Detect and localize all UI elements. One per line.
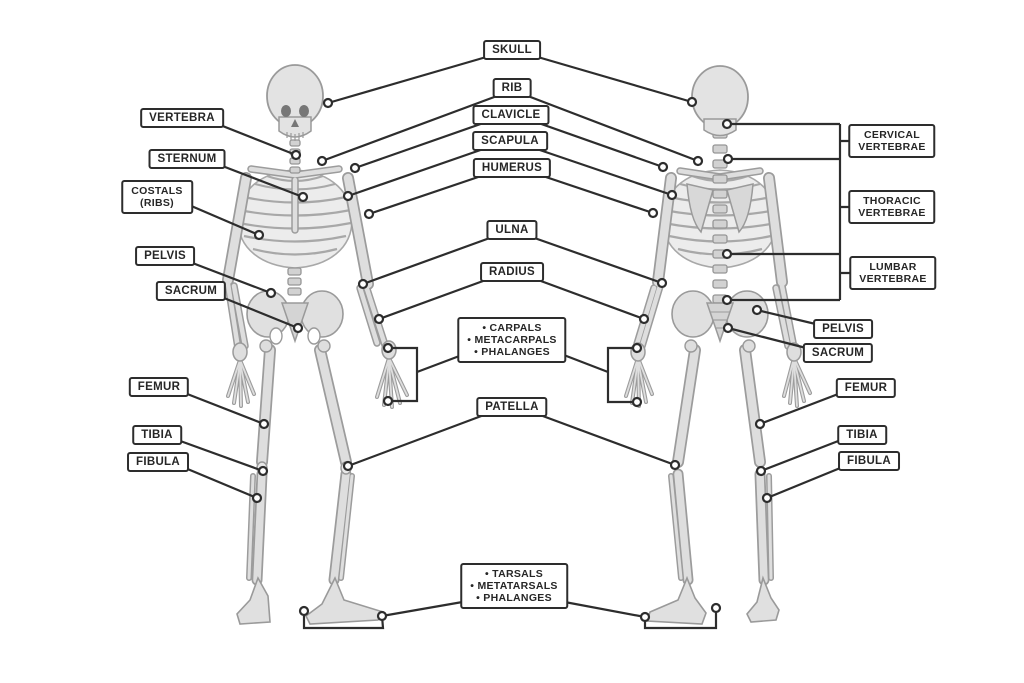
label-line: • PHALANGES — [474, 346, 550, 358]
leader-lines — [171, 51, 858, 630]
ulna-leader-lines — [362, 233, 663, 286]
vertebrae-bracket — [727, 122, 858, 302]
label-lumbar-vertebrae: LUMBAR VERTEBRAE — [849, 256, 937, 290]
label-humerus: HUMERUS — [472, 158, 552, 178]
label-line: COSTALS — [131, 185, 183, 197]
label-patella: PATELLA — [476, 397, 548, 417]
label-femur-left: FEMUR — [128, 377, 190, 397]
sternum-leader-line — [211, 160, 304, 199]
tibia-left-leader-line — [171, 436, 264, 473]
label-line: • PHALANGES — [476, 592, 552, 604]
label-line: THORACIC — [863, 195, 921, 207]
pelvis-right-leader-line — [756, 308, 825, 328]
humerus-leader-lines — [368, 171, 654, 216]
label-line: VERTEBRAE — [859, 273, 927, 285]
label-line: (RIBS) — [140, 197, 174, 209]
label-line: VERTEBRAE — [858, 141, 926, 153]
femur-right-leader-line — [759, 389, 847, 426]
label-sternum: STERNUM — [148, 149, 226, 169]
pelvis-left-leader-line — [181, 257, 272, 295]
label-pelvis-left: PELVIS — [135, 246, 195, 266]
label-line: CERVICAL — [864, 129, 920, 141]
femur-left-leader-line — [176, 388, 265, 426]
rib-leader-lines — [321, 91, 699, 163]
label-tibia-left: TIBIA — [132, 425, 182, 445]
anterior-skeleton-illustration — [222, 64, 409, 625]
label-scapula: SCAPULA — [472, 131, 548, 151]
label-rib: RIB — [492, 78, 532, 98]
label-tibia-right: TIBIA — [837, 425, 887, 445]
label-skull: SKULL — [483, 40, 541, 60]
label-fibula-left: FIBULA — [127, 452, 189, 472]
label-cervical-vertebrae: CERVICAL VERTEBRAE — [848, 124, 936, 158]
label-pelvis-right: PELVIS — [813, 319, 873, 339]
sacrum-left-leader-line — [213, 292, 299, 330]
label-carpals-group: • CARPALS • METACARPALS • PHALANGES — [457, 317, 567, 363]
label-line: • TARSALS — [484, 568, 544, 580]
tibia-right-leader-line — [760, 436, 847, 473]
sacrum-right-leader-line — [727, 326, 815, 352]
patella-leader-lines — [347, 410, 676, 468]
label-line: VERTEBRAE — [858, 207, 926, 219]
radius-leader-lines — [378, 275, 645, 321]
tarsals-leader-lines — [302, 598, 718, 630]
label-line: • METACARPALS — [467, 334, 557, 346]
label-clavicle: CLAVICLE — [472, 105, 550, 125]
fibula-right-leader-line — [766, 462, 851, 500]
label-fibula-right: FIBULA — [838, 451, 900, 471]
posterior-skeleton-illustration — [624, 65, 812, 625]
skull-leader-lines — [327, 51, 693, 105]
label-femur-right: FEMUR — [835, 378, 897, 398]
label-sacrum-left: SACRUM — [155, 281, 227, 301]
label-line: • CARPALS — [482, 322, 542, 334]
label-vertebra: VERTEBRA — [140, 108, 224, 128]
label-line: LUMBAR — [869, 261, 917, 273]
costals-leader-line — [181, 200, 260, 237]
vertebra-leader-line — [209, 119, 297, 157]
fibula-left-leader-line — [177, 463, 258, 500]
label-thoracic-vertebrae: THORACIC VERTEBRAE — [848, 190, 936, 224]
scapula-leader-lines — [347, 144, 673, 198]
label-costals-ribs: COSTALS (RIBS) — [121, 180, 193, 214]
label-sacrum-right: SACRUM — [802, 343, 874, 363]
label-tarsals-group: • TARSALS • METATARSALS • PHALANGES — [460, 563, 568, 609]
label-ulna: ULNA — [486, 220, 538, 240]
label-line: • METATARSALS — [470, 580, 558, 592]
label-radius: RADIUS — [480, 262, 544, 282]
clavicle-leader-lines — [354, 118, 664, 170]
connector-dots — [251, 96, 773, 623]
